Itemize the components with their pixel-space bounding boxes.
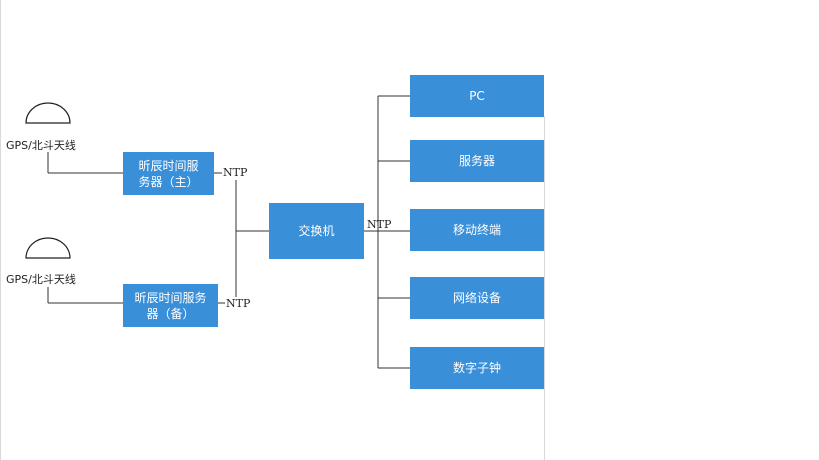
ntp-label-backup: NTP <box>226 297 251 310</box>
time-server-primary: 昕辰时间服务器（主） <box>123 152 214 195</box>
device-mobile-terminal: 移动终端 <box>410 209 544 251</box>
device-pc: PC <box>410 75 544 117</box>
antenna-2-dome <box>25 237 71 259</box>
antenna-1-label: GPS/北斗天线 <box>6 139 76 152</box>
frame-left-border <box>0 0 1 460</box>
device-server: 服务器 <box>410 140 544 182</box>
antenna-1-dome <box>25 102 71 124</box>
network-switch: 交换机 <box>269 203 364 259</box>
antenna-2-label: GPS/北斗天线 <box>6 273 76 286</box>
ntp-label-primary: NTP <box>223 166 248 179</box>
device-digital-clock: 数字子钟 <box>410 347 544 389</box>
device-network-equipment: 网络设备 <box>410 277 544 319</box>
time-server-backup: 昕辰时间服务器（备） <box>123 284 218 327</box>
frame-right-border <box>544 116 545 460</box>
ntp-label-switch: NTP <box>367 218 392 231</box>
